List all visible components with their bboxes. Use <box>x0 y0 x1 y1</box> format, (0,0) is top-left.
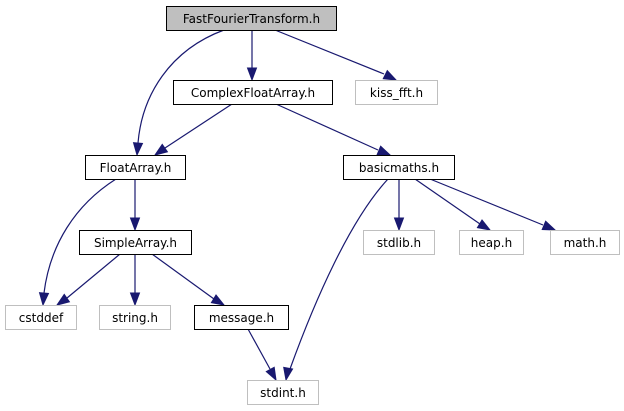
edge-basic-stdint <box>283 178 389 382</box>
edge-line <box>289 178 389 370</box>
node-box <box>99 305 171 330</box>
node-box[interactable] <box>166 6 337 31</box>
edge-fft-complex <box>246 30 258 82</box>
node-heap-h: heap.h <box>459 230 524 255</box>
node-label: math.h <box>564 236 607 250</box>
edge-line <box>414 178 481 225</box>
node-label: FastFourierTransform.h <box>183 12 320 26</box>
edge-float-simple <box>129 179 141 232</box>
node-box[interactable] <box>85 155 186 180</box>
node-simplearray-h[interactable]: SimpleArray.h <box>79 230 192 255</box>
node-label: heap.h <box>471 236 512 250</box>
node-string-h: string.h <box>99 305 171 330</box>
node-label: message.h <box>209 311 274 325</box>
edge-line <box>275 103 379 151</box>
arrowhead-icon <box>129 217 141 232</box>
edge-line <box>429 178 544 226</box>
node-box[interactable] <box>343 155 455 180</box>
node-label: ComplexFloatArray.h <box>191 86 315 100</box>
node-label: stdlib.h <box>377 236 421 250</box>
edge-line <box>151 253 215 300</box>
node-kiss-fft-h: kiss_fft.h <box>355 80 438 105</box>
node-label: SimpleArray.h <box>94 236 177 250</box>
arrowhead-icon <box>129 292 141 307</box>
node-basicmaths-h[interactable]: basicmaths.h <box>343 155 455 180</box>
arrowhead-icon <box>476 219 492 231</box>
edge-simple-message <box>151 253 226 306</box>
arrowhead-icon <box>132 142 144 157</box>
node-label: FloatArray.h <box>100 161 172 175</box>
node-label: string.h <box>112 311 158 325</box>
arrowhead-icon <box>382 69 398 81</box>
edge-basic-stdlib <box>393 179 405 232</box>
edge-line <box>274 29 385 75</box>
node-math-h: math.h <box>550 230 620 255</box>
node-box <box>550 230 620 255</box>
arrowhead-icon <box>541 220 557 231</box>
edge-float-cstddef <box>38 178 117 307</box>
edge-line <box>137 29 225 144</box>
arrowhead-icon <box>283 366 294 382</box>
node-complexfloatarray-h[interactable]: ComplexFloatArray.h <box>173 80 333 105</box>
node-box[interactable] <box>173 80 333 105</box>
edge-basic-heap <box>414 178 492 231</box>
node-box <box>355 80 438 105</box>
node-stdlib-h: stdlib.h <box>363 230 435 255</box>
edge-line <box>43 178 117 294</box>
node-label: kiss_fft.h <box>370 86 423 100</box>
edge-complex-float <box>153 103 233 156</box>
edge-complex-basic <box>275 103 392 156</box>
node-box[interactable] <box>194 305 289 330</box>
node-box <box>247 380 319 405</box>
node-label: basicmaths.h <box>359 161 439 175</box>
edge-fft-float <box>132 29 225 157</box>
node-box <box>5 305 77 330</box>
edge-line <box>66 253 121 299</box>
node-label: cstddef <box>19 311 64 325</box>
node-box <box>459 230 524 255</box>
node-label: stdint.h <box>260 386 306 400</box>
edge-line <box>247 328 271 370</box>
edge-basic-math <box>429 178 557 231</box>
node-fastfouriertransform-h[interactable]: FastFourierTransform.h <box>166 6 337 31</box>
edge-simple-string <box>129 254 141 307</box>
arrowhead-icon <box>376 145 392 156</box>
arrowhead-icon <box>246 67 258 82</box>
arrowhead-icon <box>153 143 169 156</box>
edge-fft-kiss <box>274 29 398 81</box>
node-message-h[interactable]: message.h <box>194 305 289 330</box>
edge-simple-cstddef <box>55 253 121 306</box>
node-box[interactable] <box>79 230 192 255</box>
edge-message-stdint <box>247 328 277 382</box>
node-floatarray-h[interactable]: FloatArray.h <box>85 155 186 180</box>
arrowhead-icon <box>210 294 226 306</box>
arrowhead-icon <box>38 292 50 307</box>
node-stdint-h: stdint.h <box>247 380 319 405</box>
node-cstddef: cstddef <box>5 305 77 330</box>
arrowhead-icon <box>55 293 71 306</box>
arrowhead-icon <box>393 217 405 232</box>
arrowhead-icon <box>265 366 277 382</box>
edge-line <box>164 103 233 149</box>
node-box <box>363 230 435 255</box>
